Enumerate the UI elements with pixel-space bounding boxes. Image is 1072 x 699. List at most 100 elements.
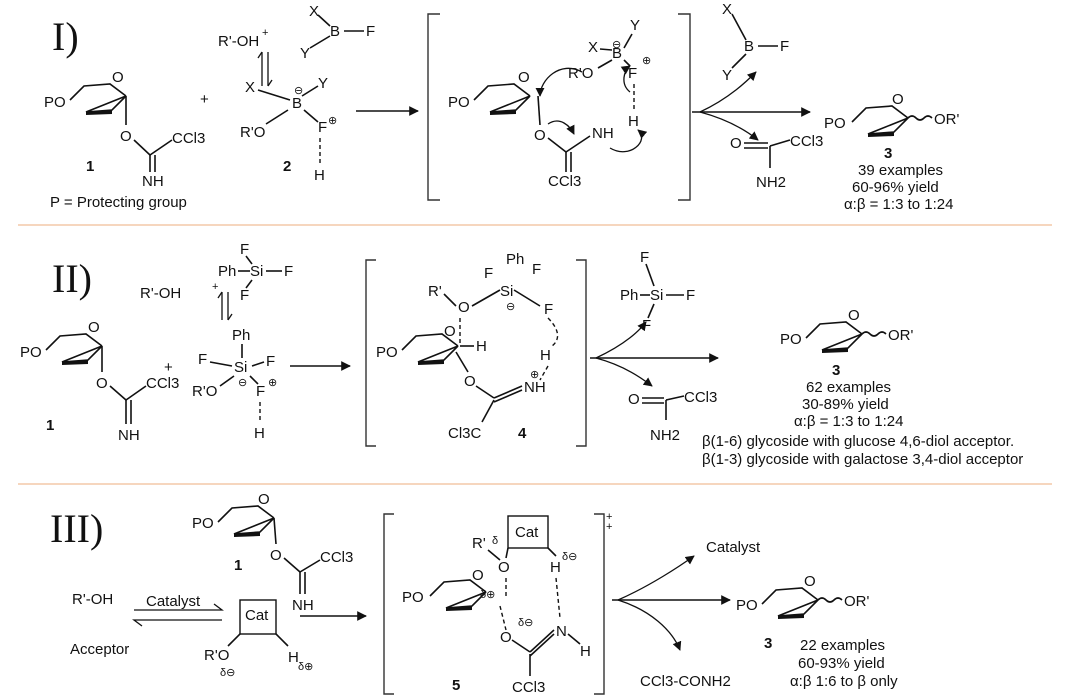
acceptor-label: Acceptor [70,641,129,658]
atom-label: PO [736,597,758,614]
atom-label: Y [630,17,640,34]
transition-state: PO O O NH CCl3 X Y B ⊖ R'O F ⊕ H [448,17,651,190]
atom-label: H [540,347,551,364]
atom-label: NH2 [650,427,680,444]
panel-label: II) [52,256,92,301]
atom-label: O [534,127,546,144]
catalyst-name: Cat [245,607,269,624]
silicate-complex: Ph F Si ⊖ F R'O F ⊕ H [192,327,277,442]
atom-label: O [258,491,270,508]
atom-label: CCl3 [790,133,823,150]
partial-charge: δ⊕ [298,661,313,673]
atom-label: N [556,623,567,640]
atom-label: Ph [218,263,236,280]
atom-label: Cl3C [448,425,482,442]
charge-plus: ⊕ [328,115,337,127]
atom-label: CCl3 [684,389,717,406]
atom-label: O [112,69,124,86]
stat-line: 60-96% yield [852,179,939,196]
atom-label: X [245,79,255,96]
atom-label: B [612,45,622,62]
catalyst-complex: Cat R'O δ⊖ H δ⊕ [204,599,313,679]
plus-sign: + [200,91,209,108]
partial-charge: δ⊖ [220,667,235,679]
plus-sign: + [164,359,173,376]
atom-label: F [284,263,293,280]
partial-charge: δ [492,535,498,547]
atom-label: O [500,629,512,646]
atom-label: O [88,319,100,336]
compound-number: 1 [86,158,94,175]
atom-label: F [318,119,327,136]
charge-minus: ⊖ [294,85,303,97]
charge-plus: ⊕ [268,377,277,389]
atom-label: O [498,559,510,576]
atom-label: PO [376,344,398,361]
stat-line: α:β 1:6 to β only [790,673,898,690]
atom-label: NH [142,173,164,190]
atom-label: R'O [192,383,217,400]
transition-state: R' δ O Cat H δ⊖ PO O δ⊕ O δ⊖ NH N H [402,515,591,696]
plus-sign: + [212,281,218,293]
alcohol: R'-OH [140,285,181,302]
atom-label: F [240,287,249,304]
atom-label: H [580,643,591,660]
atom-label: PO [192,515,214,532]
compound-number: 5 [452,677,460,694]
atom-label: Ph [620,287,638,304]
stat-line: α:β = 1:3 to 1:24 [794,413,903,430]
compound-number: 1 [234,557,242,574]
atom-label: Y [722,67,732,84]
atom-label: O [120,128,132,145]
atom-label: NH [292,597,314,614]
atom-label: H [288,649,299,666]
atom-label: F [780,38,789,55]
catalyst-label: Catalyst [146,593,201,610]
silane-reagent: F Ph Si F F [218,241,293,304]
atom-label: F [366,23,375,40]
glycoside-product: PO O OR' 3 39 examples 60-96% yield α:β … [824,91,960,213]
stat-line: 60-93% yield [798,655,885,672]
partial-charge: δ⊖ [518,617,533,629]
atom-label: F [544,301,553,318]
footnote: P = Protecting group [50,194,187,211]
atom-label: Si [234,359,247,376]
atom-label: Ph [232,327,250,344]
atom-label: H [628,113,639,130]
atom-label: PO [20,344,42,361]
atom-label: Si [250,263,263,280]
stat-line: 39 examples [858,162,943,179]
atom-label: R'O [240,124,265,141]
atom-label: PO [824,115,846,132]
atom-label: R' [472,535,486,552]
glycoside-product: PO O OR' 3 22 examples 60-93% yield α:β … [736,573,898,690]
compound-number: 1 [46,417,54,434]
atom-label: O [96,375,108,392]
atom-label: F [484,265,493,282]
charge-plus: ⊕ [530,369,539,381]
atom-label: R'O [568,65,593,82]
catalyst-name: Cat [515,524,539,541]
atom-label: Ph [506,251,524,268]
byproduct-amide: O CCl3 NH2 [730,133,823,191]
atom-label: F [532,261,541,278]
atom-label: O [444,323,456,340]
atom-label: X [722,1,732,18]
atom-label: NH [524,379,546,396]
byproduct-silane: F Ph Si F F [620,249,695,334]
borane-reagent: X Y B F [300,3,375,62]
atom-label: O [464,373,476,390]
transition-state: R' O F Ph F Si ⊖ F H PO O H O NH ⊕ [376,251,559,442]
atom-label: NH [592,125,614,142]
compound-number: 3 [832,362,840,379]
atom-label: CCl3 [172,130,205,147]
atom-label: OR' [934,111,960,128]
atom-label: Y [318,75,328,92]
stat-line: 30-89% yield [802,396,889,413]
atom-label: X [309,3,319,20]
catalyst-label: Catalyst [706,539,761,556]
stat-line: 62 examples [806,379,891,396]
charge-plus: + [606,521,612,533]
atom-label: H [476,338,487,355]
